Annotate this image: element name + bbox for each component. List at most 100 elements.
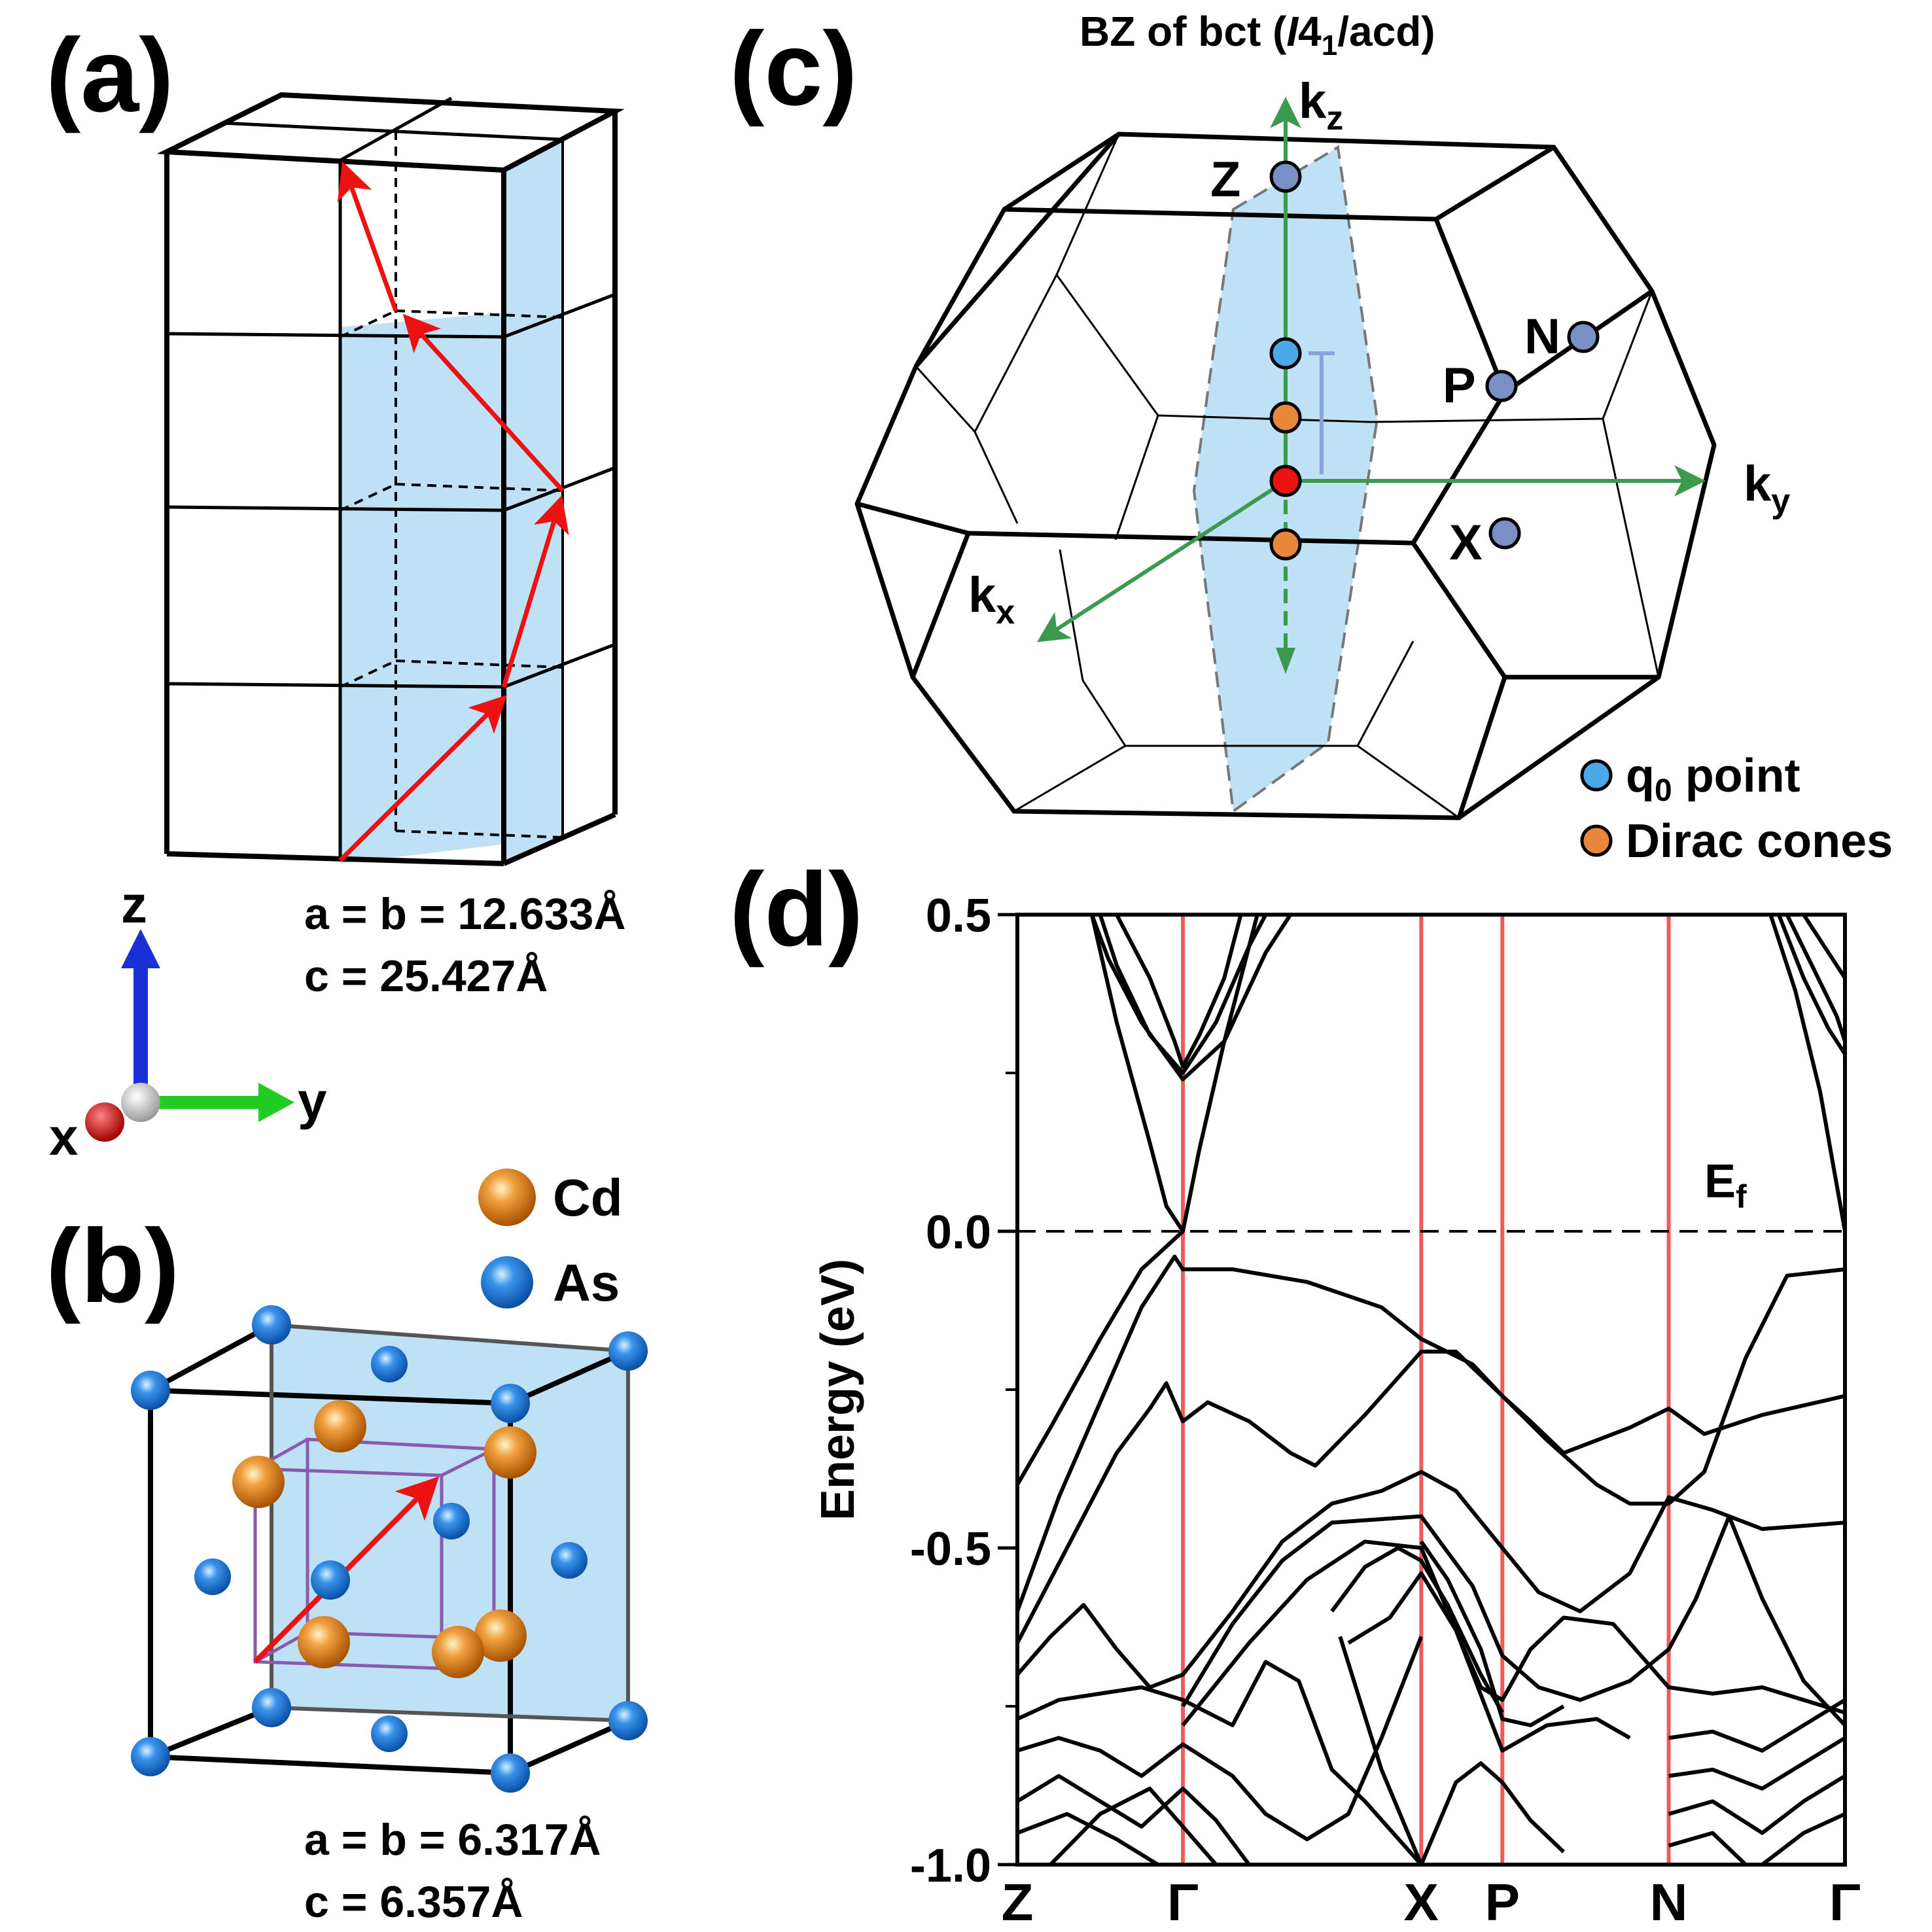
point-x [1488,517,1521,550]
band-18 [1049,1786,1218,1865]
bz-edge-top [913,145,1555,368]
band-3 [1089,915,1259,1233]
right-row-1 [503,292,616,339]
cd-atom [474,1609,527,1662]
band-10 [1017,1660,1423,1865]
as-atom [551,1542,588,1579]
bz-edge-f1 [910,532,971,678]
y-tick-label: -1.0 [910,1840,991,1892]
lattice-params-b: a = b = 6.317Å c = 6.357Å [304,1815,601,1927]
legend-dirac-marker [1580,824,1613,857]
band-17 [1017,1812,1159,1865]
as-atom [252,1305,291,1344]
right-row-3 [503,642,616,689]
k-label: Γ [1829,1873,1861,1931]
screw-arrow-2 [501,495,569,688]
point-z [1269,160,1302,193]
y-tick-label: 0.5 [926,890,991,942]
kz-neg-head [1276,648,1295,674]
cell-edge-8 [271,1706,629,1723]
point-gamma [1269,465,1302,497]
label-p: P [1443,358,1476,413]
right-bottom-edge [502,812,616,866]
front-row-3 [166,682,504,689]
atoms [131,1305,648,1793]
param-b-line1: a = b = 6.317Å [304,1815,601,1865]
panel-b-label: (b) [46,1207,179,1324]
highlight-plane-a-side [504,141,563,864]
front-row-2 [166,505,504,512]
label-n: N [1524,309,1560,364]
y-axis-head [258,1083,294,1122]
band-24 [1768,915,1845,1232]
legend-as-label: As [553,1254,620,1312]
as-atom [194,1558,231,1595]
panel-a-label: (a) [46,16,174,133]
k-label: N [1650,1873,1688,1931]
band-6 [1017,1349,1845,1644]
y-axis-label: y [298,1072,327,1130]
as-atom [371,1715,408,1752]
legend-cd-sphere [478,1168,536,1226]
bz-back-edges [915,133,1660,819]
band-26 [1785,915,1845,1042]
cd-atom [298,1616,350,1668]
k-label: X [1404,1873,1439,1931]
k-label: Z [1002,1873,1034,1931]
screw-arrow-1 [338,695,507,862]
band-9 [1181,1539,1845,1727]
fermi-label: Ef [1704,1155,1747,1215]
legend-q0-label: q0 point [1626,750,1800,808]
point-dirac-upper [1269,401,1302,434]
k-axis-labels: kz ky kx [968,73,1790,631]
kz-label: kz [1299,73,1343,137]
band-13 [1347,1571,1631,1753]
band-19 [1668,1698,1845,1753]
band-12 [1419,1540,1565,1727]
z-axis-head [121,929,160,968]
band-8 [1181,1514,1845,1727]
cell-edge-2 [509,1348,629,1406]
label-x: X [1449,515,1483,571]
panel-b: (b) Cd As [46,1168,648,1927]
point-q0 [1269,337,1302,370]
band-20 [1668,1736,1845,1791]
as-atom [371,1346,408,1382]
as-atom [252,1688,291,1727]
ky-label: ky [1744,456,1790,520]
screw-arrow-3 [402,313,565,493]
cd-atom [314,1400,366,1452]
y-axis-title: Energy (eV) [812,1259,864,1520]
legend-dirac-label: Dirac cones [1626,815,1893,868]
band-16 [1017,1774,1251,1865]
as-atom [433,1503,470,1539]
point-dirac-lower [1269,528,1302,561]
band-22 [1668,1831,1748,1865]
cd-atom [432,1626,484,1678]
param-a-line1: a = b = 12.633Å [304,889,625,939]
front-row-1 [166,332,504,339]
band-21 [1668,1774,1845,1835]
bz-edge-t1 [1003,132,1120,211]
legend-c: q0 point Dirac cones [1580,750,1893,868]
band-25 [1777,915,1845,1055]
x-axis-label: x [49,1108,79,1166]
param-a-line2: c = 25.427Å [304,951,548,1001]
bz-title: BZ of bct (I41/acd) [1080,8,1435,61]
as-atoms [131,1305,648,1793]
hidden-edges [340,131,563,839]
as-atom [491,1384,530,1423]
panel-c: (c) BZ of bct (I41/acd) [729,8,1893,868]
point-labels: Z N P X [1210,152,1560,571]
axes-triad: z y x [49,875,327,1166]
screw-path [337,161,569,862]
band-23 [1761,1812,1845,1865]
cell-edge-3 [149,1705,273,1759]
k-label: P [1485,1873,1520,1931]
cd-atoms [232,1400,536,1678]
cell-edge-4 [509,1718,629,1776]
param-b-line2: c = 6.357Å [304,1877,523,1927]
band-2 [1115,915,1243,1069]
